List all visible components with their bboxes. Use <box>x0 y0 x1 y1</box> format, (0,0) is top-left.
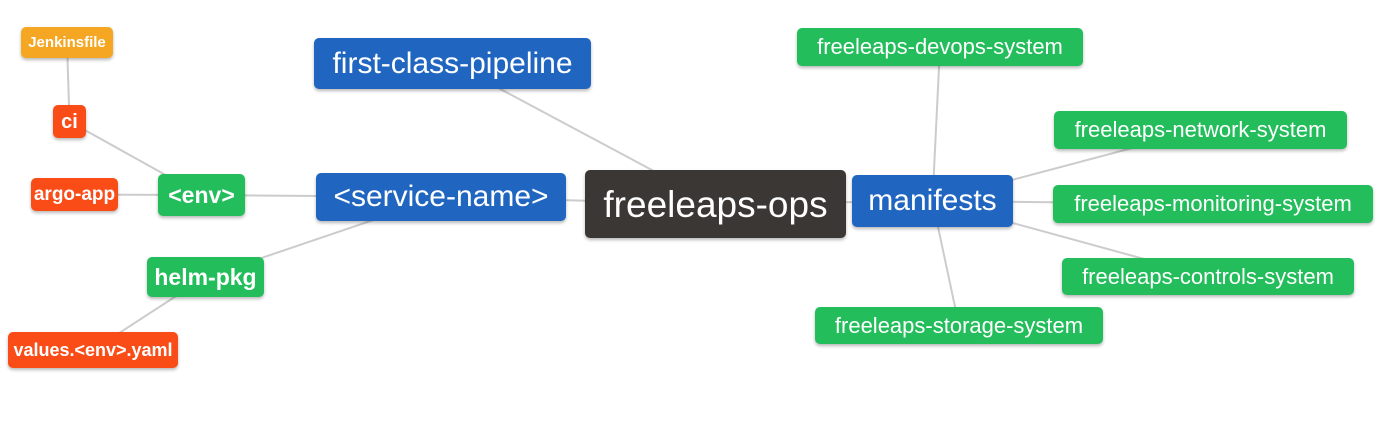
node-freeleaps-network-system[interactable]: freeleaps-network-system <box>1054 111 1347 149</box>
node-freeleaps-storage-system[interactable]: freeleaps-storage-system <box>815 307 1103 344</box>
node-freeleaps-monitoring-system[interactable]: freeleaps-monitoring-system <box>1053 185 1373 223</box>
node-freeleaps-ops-root[interactable]: freeleaps-ops <box>585 170 846 238</box>
node-argo-app[interactable]: argo-app <box>31 178 118 211</box>
node-first-class-pipeline[interactable]: first-class-pipeline <box>314 38 591 89</box>
node-values-env-yaml[interactable]: values.<env>.yaml <box>8 332 178 368</box>
node-ci[interactable]: ci <box>53 105 86 138</box>
node-jenkinsfile[interactable]: Jenkinsfile <box>21 27 113 58</box>
node-freeleaps-controls-system[interactable]: freeleaps-controls-system <box>1062 258 1354 295</box>
node-helm-pkg[interactable]: helm-pkg <box>147 257 264 297</box>
node-manifests[interactable]: manifests <box>852 175 1013 227</box>
node-env[interactable]: <env> <box>158 174 245 216</box>
node-service-name[interactable]: <service-name> <box>316 173 566 221</box>
node-freeleaps-devops-system[interactable]: freeleaps-devops-system <box>797 28 1083 66</box>
